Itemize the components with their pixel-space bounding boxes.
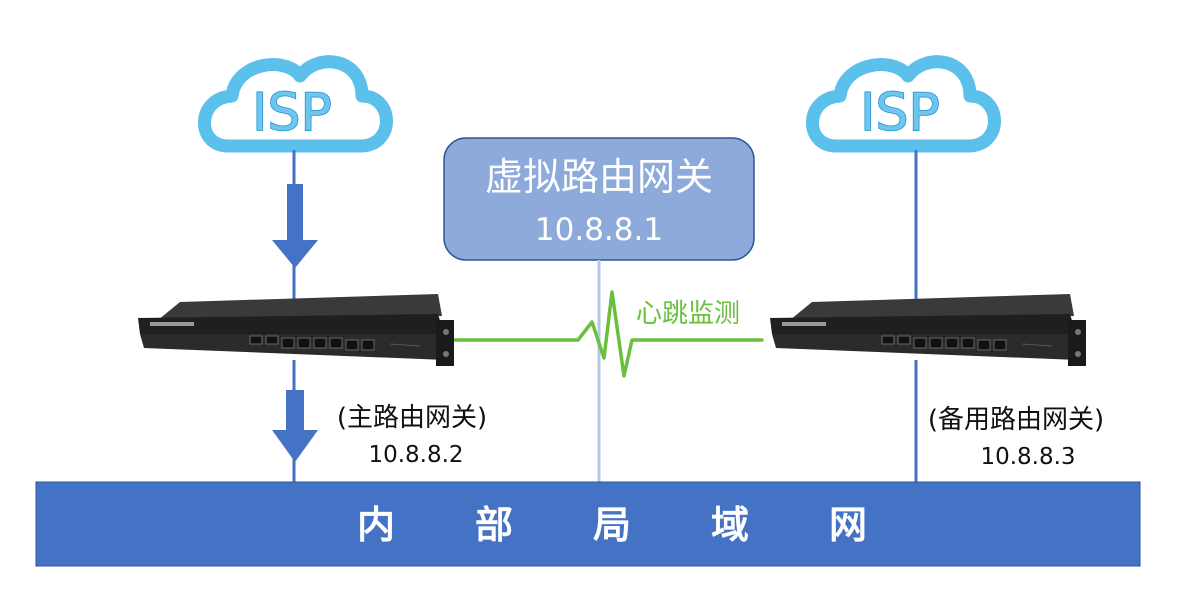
arrow-down-icon-top (272, 184, 318, 268)
backup-gateway-device (770, 294, 1086, 366)
isp-right-label: ISP (860, 83, 940, 143)
primary-gateway-label: (主路由网关) (337, 403, 487, 433)
primary-gateway-device (138, 294, 454, 366)
heartbeat-line (450, 290, 764, 378)
backup-gateway-ip: 10.8.8.3 (980, 444, 1075, 470)
primary-gateway-ip: 10.8.8.2 (368, 442, 463, 468)
heartbeat-label: 心跳监测 (636, 299, 740, 329)
isp-cloud-right: ISP (806, 55, 1001, 153)
lan-char: 网 (829, 503, 867, 547)
backup-gateway-label: (备用路由网关) (928, 405, 1104, 435)
virtual-gateway-box: 虚拟路由网关 10.8.8.1 (443, 137, 755, 261)
isp-left-label: ISP (252, 83, 332, 143)
lan-char: 域 (711, 503, 749, 547)
lan-bar: 内 部 局 域 网 (35, 481, 1141, 567)
isp-cloud-left: ISP (198, 55, 393, 153)
virtual-gateway-ip: 10.8.8.1 (535, 212, 663, 248)
lan-char: 局 (593, 503, 631, 547)
virtual-gateway-title: 虚拟路由网关 (485, 155, 713, 199)
cloud-right-icon (806, 55, 1001, 153)
cloud-left-icon (198, 55, 393, 153)
lan-char: 内 (357, 503, 395, 547)
arrow-down-icon-bottom (272, 390, 318, 462)
lan-char: 部 (475, 503, 513, 547)
